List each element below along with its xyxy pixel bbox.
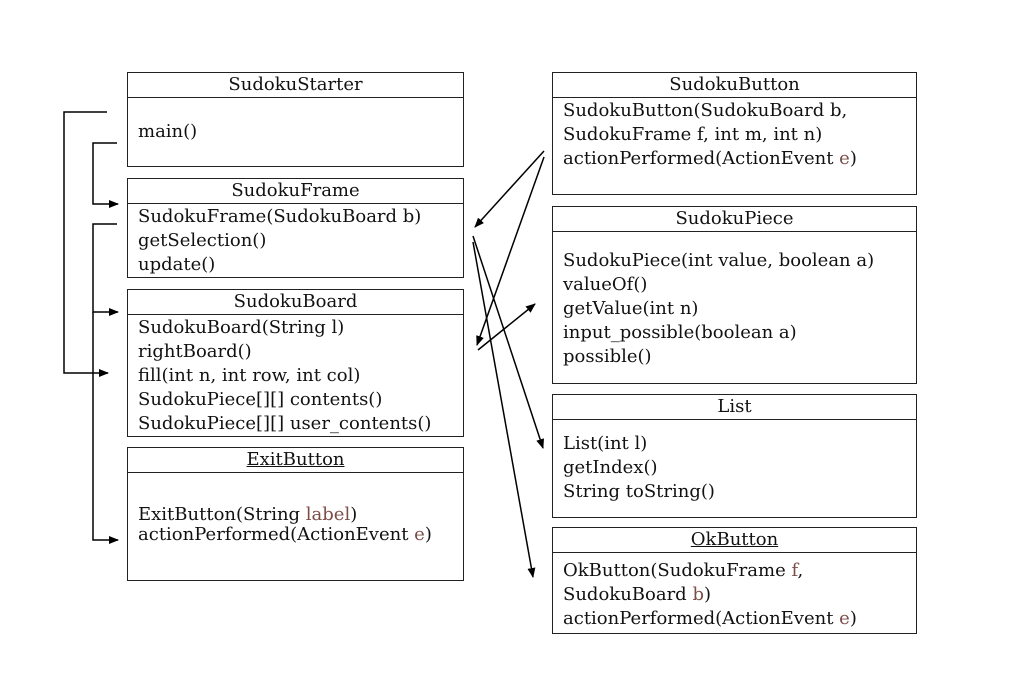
parameter-name: e xyxy=(839,608,850,629)
frame-to-exit-connector xyxy=(92,312,119,544)
parameter-name: f xyxy=(791,560,798,581)
class-title: SudokuFrame xyxy=(128,179,463,204)
method-constructor: SudokuBoard(String l) xyxy=(138,317,345,338)
method-text: OkButton(SudokuFrame xyxy=(563,560,792,581)
button-to-board-arrow xyxy=(476,156,545,346)
method-constructor-cont: SudokuBoard b) xyxy=(563,583,906,607)
method-value-of: valueOf() xyxy=(563,274,648,295)
frame-to-list-arrow xyxy=(472,235,544,449)
method-text: ExitButton(String xyxy=(138,504,306,525)
method-possible: possible() xyxy=(563,346,652,367)
method-text: SudokuBoard xyxy=(563,584,693,605)
frame-to-okbutton-arrow xyxy=(472,241,536,578)
method-text: , xyxy=(797,560,804,581)
method-text: ) xyxy=(350,504,358,525)
board-to-piece-arrow xyxy=(477,303,536,351)
class-title: SudokuPiece xyxy=(553,207,916,232)
frame-to-board-connector xyxy=(92,223,119,316)
method-constructor: ExitButton(String label) xyxy=(138,505,453,525)
method-text: ) xyxy=(849,608,857,629)
class-title: SudokuStarter xyxy=(128,73,463,98)
method-get-value: getValue(int n) xyxy=(563,298,699,319)
class-title: SudokuBoard xyxy=(128,290,463,315)
parameter-name: label xyxy=(305,504,351,525)
method-constructor: SudokuButton(SudokuBoard b, xyxy=(563,100,848,121)
method-text: ) xyxy=(703,584,711,605)
parameter-name: e xyxy=(414,524,425,545)
method-user-contents: SudokuPiece[][] user_contents() xyxy=(138,413,432,434)
button-to-frame-arrow xyxy=(474,150,545,228)
starter-to-board-connector xyxy=(63,111,109,377)
method-get-selection: getSelection() xyxy=(138,230,267,251)
class-exit-button: ExitButton ExitButton(String label) acti… xyxy=(127,447,464,581)
starter-to-frame-connector xyxy=(92,142,119,208)
method-text: actionPerformed(ActionEvent xyxy=(563,608,840,629)
class-title: SudokuButton xyxy=(553,73,916,98)
method-constructor: List(int l) xyxy=(563,433,648,454)
class-title: List xyxy=(553,395,916,420)
class-title: ExitButton xyxy=(128,448,463,473)
method-constructor: OkButton(SudokuFrame f, xyxy=(563,559,906,583)
method-fill: fill(int n, int row, int col) xyxy=(138,365,361,386)
method-input-possible: input_possible(boolean a) xyxy=(563,322,797,343)
class-sudoku-starter: SudokuStarter main() xyxy=(127,72,464,167)
method-constructor-cont: SudokuFrame f, int m, int n) xyxy=(563,124,823,145)
method-contents: SudokuPiece[][] contents() xyxy=(138,389,383,410)
parameter-name: e xyxy=(839,148,850,169)
method-main: main() xyxy=(138,121,198,142)
method-text: ) xyxy=(424,524,432,545)
method-action-performed: actionPerformed(ActionEvent e) xyxy=(563,607,906,631)
method-constructor: SudokuPiece(int value, boolean a) xyxy=(563,250,875,271)
class-sudoku-piece: SudokuPiece SudokuPiece(int value, boole… xyxy=(552,206,917,384)
method-action-performed: actionPerformed(ActionEvent e) xyxy=(138,525,453,545)
method-constructor: SudokuFrame(SudokuBoard b) xyxy=(138,206,422,227)
class-ok-button: OkButton OkButton(SudokuFrame f, SudokuB… xyxy=(552,527,917,634)
method-to-string: String toString() xyxy=(563,481,715,502)
class-sudoku-board: SudokuBoard SudokuBoard(String l) rightB… xyxy=(127,289,464,437)
method-right-board: rightBoard() xyxy=(138,341,252,362)
method-update: update() xyxy=(138,254,216,275)
parameter-name: b xyxy=(692,584,704,605)
class-list: List List(int l) getIndex() String toStr… xyxy=(552,394,917,518)
method-text: ) xyxy=(849,148,857,169)
method-text: actionPerformed(ActionEvent xyxy=(138,524,415,545)
method-get-index: getIndex() xyxy=(563,457,658,478)
class-sudoku-frame: SudokuFrame SudokuFrame(SudokuBoard b) g… xyxy=(127,178,464,278)
method-action-performed: actionPerformed(ActionEvent e) xyxy=(563,147,906,171)
method-text: actionPerformed(ActionEvent xyxy=(563,148,840,169)
class-sudoku-button: SudokuButton SudokuButton(SudokuBoard b,… xyxy=(552,72,917,195)
class-title: OkButton xyxy=(553,528,916,553)
